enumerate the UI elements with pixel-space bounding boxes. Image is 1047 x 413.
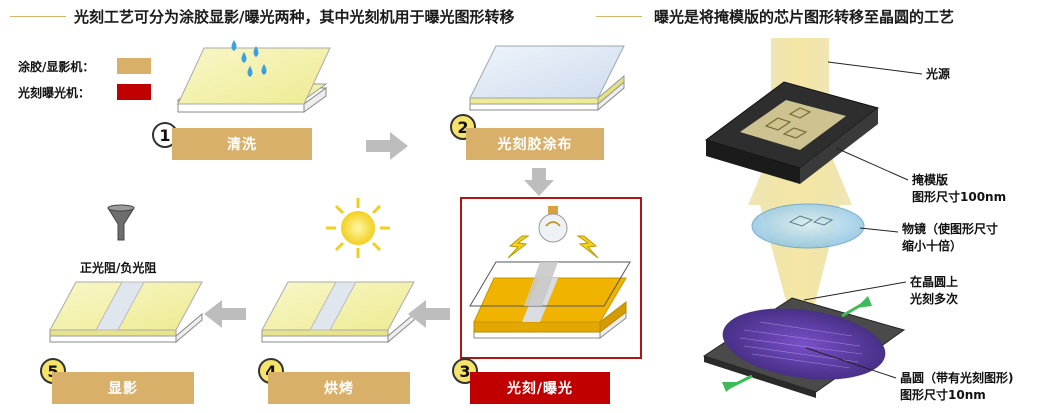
step-label-exposure: 光刻/曝光 <box>470 372 610 404</box>
legend-label-exposure: 光刻曝光机： <box>18 86 91 100</box>
arrow-left-4-5 <box>204 300 246 328</box>
arrow-left-3-4 <box>408 300 450 328</box>
arrow-down-2-3 <box>524 168 554 196</box>
step-label-resist-coating: 光刻胶涂布 <box>466 128 604 160</box>
annotation-light-source: 光源 <box>926 67 951 81</box>
plate-resist-coating <box>469 45 625 112</box>
lightning-right-icon <box>576 235 599 259</box>
plate-develop <box>49 281 203 344</box>
annotation-lens-line1: 物镜（使图形尺寸 <box>902 222 999 236</box>
title-rule-left <box>10 16 66 17</box>
arrow-right-1-2 <box>366 132 408 160</box>
sun-icon <box>326 198 390 258</box>
wafer <box>702 297 906 398</box>
legend-swatch-exposure <box>117 84 151 100</box>
annotation-lens-line2: 缩小十倍） <box>902 239 963 253</box>
lightning-left-icon <box>507 235 530 259</box>
annotation-leaders <box>803 61 923 379</box>
step-label-develop: 显影 <box>52 372 194 404</box>
light-bulb-icon <box>538 206 568 243</box>
annotation-repeat-line2: 光刻多次 <box>910 292 959 306</box>
annotation-repeat-line1: 在晶圆上 <box>910 275 959 289</box>
title-rule-mid <box>596 16 642 17</box>
photomask <box>704 81 880 184</box>
plate-bake <box>261 281 415 344</box>
step-label-bake: 烘烤 <box>268 372 410 404</box>
right-title: 曝光是将掩模版的芯片图形转移至晶圆的工艺 <box>654 8 955 26</box>
funnel-icon <box>107 204 135 241</box>
plate-clean <box>176 47 331 113</box>
annotation-mask-name: 掩模版 <box>912 173 949 187</box>
legend-label-coat-develop: 涂胶/显影机： <box>18 60 95 74</box>
left-title: 光刻工艺可分为涂胶显影/曝光两种，其中光刻机用于曝光图形转移 <box>74 8 515 26</box>
objective-lens <box>751 203 865 249</box>
annotation-wafer-size: 图形尺寸10nm <box>900 388 986 402</box>
legend-swatch-coat-develop <box>117 58 151 74</box>
plate-exposure <box>469 261 631 340</box>
exposure-highlight-box <box>460 197 642 359</box>
wafer-move-arrows-icon <box>722 296 872 392</box>
step-label-clean: 清洗 <box>172 128 312 160</box>
annotation-mask-size: 图形尺寸100nm <box>912 190 1007 204</box>
annotation-wafer-name: 晶圆（带有光刻图形) <box>900 371 1014 385</box>
process-arrows <box>204 132 554 328</box>
water-drops-icon <box>231 40 267 77</box>
resist-type-note: 正光阻/负光阻 <box>80 261 157 275</box>
